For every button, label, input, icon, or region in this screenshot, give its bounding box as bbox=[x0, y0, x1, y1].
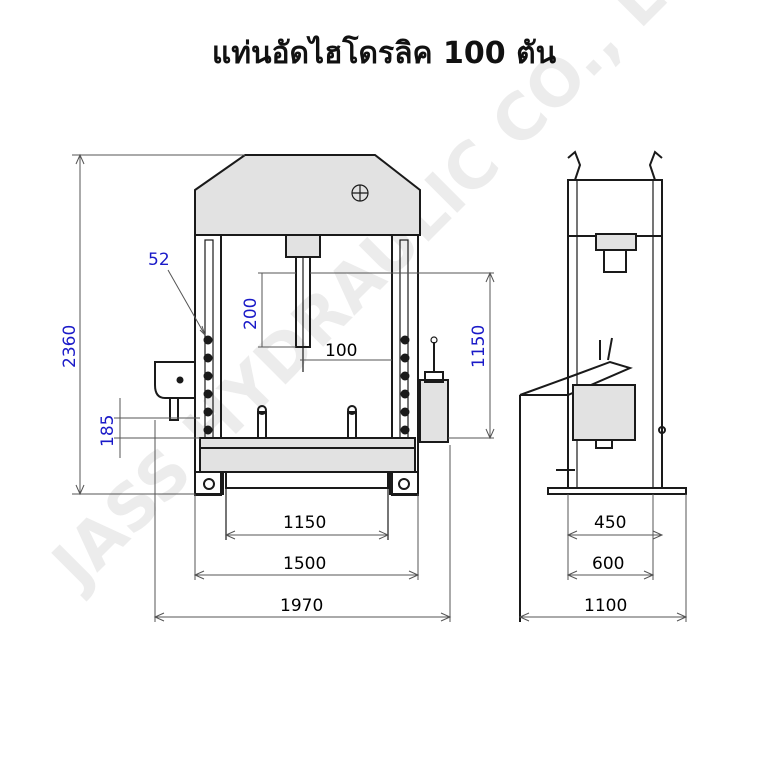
dim-1100-label: 1100 bbox=[584, 596, 627, 616]
dim-450-label: 450 bbox=[594, 513, 626, 533]
front-bed-support bbox=[225, 471, 389, 489]
dim-frame-width: 1500 bbox=[193, 494, 420, 580]
front-cylinder bbox=[285, 234, 321, 258]
column-holes-left bbox=[203, 335, 213, 435]
side-pump-hood bbox=[519, 360, 633, 396]
side-foot bbox=[547, 487, 687, 495]
dim-stroke: 200 bbox=[241, 272, 296, 348]
dim-52-leader bbox=[167, 269, 206, 336]
side-frame-top bbox=[567, 179, 663, 237]
front-crown bbox=[194, 154, 421, 236]
dim-200-label: 200 bbox=[241, 298, 261, 330]
column-holes-right bbox=[400, 335, 410, 435]
side-cylinder bbox=[595, 233, 637, 251]
dim-bed-width: 1150 bbox=[224, 513, 390, 540]
watermark: JASS HYDRAULIC CO., LTD. bbox=[36, 0, 758, 604]
dim-185-label: 185 bbox=[98, 415, 118, 447]
dim-100-label: 100 bbox=[325, 341, 357, 361]
dim-1150-horizontal-label: 1150 bbox=[283, 513, 326, 533]
dim-1150-vertical-label: 1150 bbox=[469, 325, 489, 368]
side-ram bbox=[603, 249, 627, 273]
front-view: 2360 52 200 100 1150 bbox=[60, 153, 495, 622]
front-winch-plate bbox=[154, 361, 196, 399]
dim-2360-label: 2360 bbox=[60, 325, 80, 368]
dim-pin: 100 bbox=[300, 341, 392, 361]
side-view: 450 600 1100 bbox=[518, 150, 688, 622]
dim-1970-label: 1970 bbox=[280, 596, 323, 616]
dim-overall-width: 1970 bbox=[153, 420, 452, 622]
dim-daylight: 1150 bbox=[310, 271, 495, 440]
dim-52-label: 52 bbox=[148, 250, 170, 270]
dim-1500-label: 1500 bbox=[283, 554, 326, 574]
dim-overall-height: 2360 bbox=[60, 153, 245, 496]
front-pump-unit bbox=[419, 379, 449, 443]
page-title: แท่นอัดไฮโดรลิค 100 ตัน bbox=[211, 36, 557, 71]
dim-600-label: 600 bbox=[592, 554, 624, 574]
front-right-foot bbox=[389, 471, 419, 495]
front-bed bbox=[199, 437, 416, 473]
dim-overall-depth: 1100 bbox=[518, 494, 688, 622]
dim-bed-gap: 185 bbox=[98, 398, 200, 458]
dim-bed-depth: 450 bbox=[566, 513, 664, 540]
dim-frame-depth: 600 bbox=[566, 494, 655, 580]
front-left-foot bbox=[194, 471, 224, 495]
side-pump-unit bbox=[572, 384, 636, 441]
